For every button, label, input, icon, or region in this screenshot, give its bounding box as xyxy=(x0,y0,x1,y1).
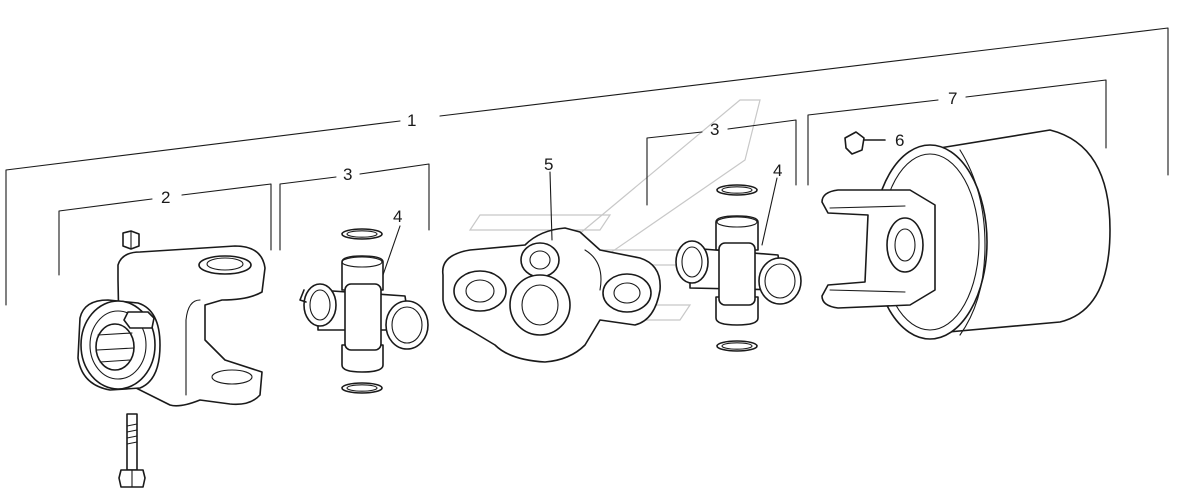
callout-spider-right: 4 xyxy=(773,161,782,180)
callout-tube-yoke: 7 xyxy=(948,89,957,108)
callout-cross-kit-left: 3 xyxy=(343,165,352,184)
callout-grease-fitting: 6 xyxy=(895,131,904,150)
leader-lines xyxy=(382,171,778,276)
callout-cross-kit-right: 3 xyxy=(710,120,719,139)
bracket-3-left xyxy=(279,163,430,251)
grease-fitting xyxy=(844,131,886,155)
yoke-part xyxy=(77,230,266,488)
center-coupler xyxy=(441,227,661,363)
callout-yoke: 2 xyxy=(161,188,170,207)
snap-rings-left xyxy=(341,228,383,394)
spider-left xyxy=(299,255,429,373)
spider-right xyxy=(675,215,802,326)
callout-assembly: 1 xyxy=(407,111,416,130)
bracket-3-right xyxy=(646,119,797,206)
bracket-2 xyxy=(58,183,272,276)
callout-spider-left: 4 xyxy=(393,207,402,226)
tube-yoke xyxy=(821,129,1111,340)
callout-center-coupler: 5 xyxy=(544,155,553,174)
bracket-1 xyxy=(5,27,1169,306)
snap-rings-right xyxy=(716,184,758,352)
bracket-7 xyxy=(807,79,1107,186)
